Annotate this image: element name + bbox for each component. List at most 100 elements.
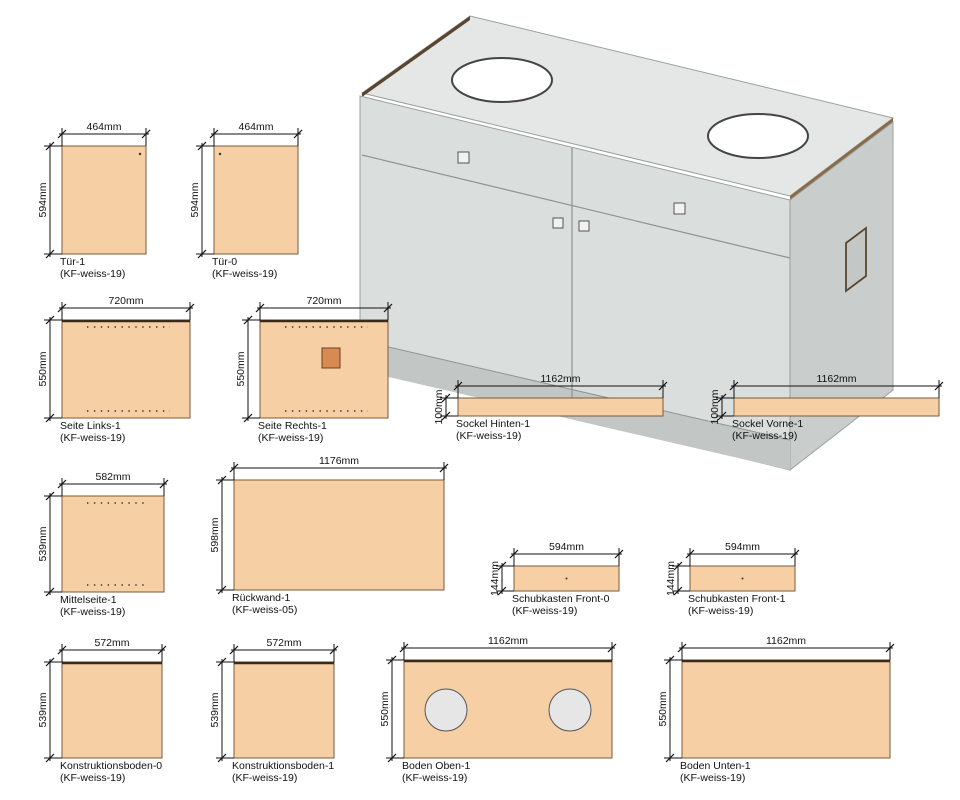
door-knob-left — [552, 217, 564, 229]
part-material: (KF-weiss-19) — [402, 772, 467, 784]
dim-tick — [673, 586, 683, 596]
dim-tick — [45, 141, 55, 151]
height-label: 594mm — [37, 182, 49, 217]
sink-hole-left — [451, 57, 553, 103]
part-name: Schubkasten Front-1 — [688, 593, 786, 605]
part-material: (KF-weiss-19) — [512, 605, 577, 617]
height-label: 539mm — [209, 692, 221, 727]
dim-tick — [934, 381, 944, 391]
dim-tick — [243, 315, 253, 325]
height-label: 100mm — [433, 389, 445, 424]
part-material: (KF-weiss-05) — [232, 604, 297, 616]
height-label: 550mm — [657, 691, 669, 726]
part-name: Sockel Hinten-1 — [456, 418, 530, 430]
dim-tick — [243, 413, 253, 423]
dim-tick — [217, 657, 227, 667]
part-name: Seite Links-1 — [60, 420, 121, 432]
panel-konstruktionsboden-0 — [61, 661, 163, 759]
dim-tick — [329, 645, 339, 655]
dim-tick — [57, 303, 67, 313]
cabinet-top-edge-left — [362, 16, 470, 97]
width-label: 1176mm — [319, 455, 359, 467]
dim-tick — [399, 643, 409, 653]
dim-tick — [729, 381, 739, 391]
height-label: 550mm — [379, 691, 391, 726]
part-material: (KF-weiss-19) — [258, 432, 323, 444]
sink-cutout-right — [548, 688, 592, 732]
panel-boden-unten-1 — [681, 659, 891, 759]
part-name: Rückwand-1 — [232, 592, 291, 604]
sink-cutout-left — [424, 688, 468, 732]
dim-tick — [45, 587, 55, 597]
height-label: 550mm — [37, 351, 49, 386]
dim-tick — [509, 549, 519, 559]
dim-tick — [45, 315, 55, 325]
dim-tick — [217, 585, 227, 595]
width-label: 1162mm — [540, 373, 580, 385]
part-material: (KF-weiss-19) — [232, 772, 297, 784]
dim-tick — [677, 643, 687, 653]
width-label: 572mm — [94, 637, 129, 649]
part-material: (KF-weiss-19) — [732, 430, 797, 442]
dim-tick — [159, 479, 169, 489]
dim-tick — [57, 129, 67, 139]
dim-tick — [497, 586, 507, 596]
height-label: 539mm — [37, 526, 49, 561]
part-material: (KF-weiss-19) — [60, 432, 125, 444]
dim-tick — [387, 753, 397, 763]
part-material: (KF-weiss-19) — [60, 772, 125, 784]
dim-tick — [441, 411, 451, 421]
width-label: 594mm — [549, 541, 584, 553]
width-label: 572mm — [266, 637, 301, 649]
part-name: Tür-0 — [212, 256, 237, 268]
door-knob-right — [578, 220, 590, 232]
part-material: (KF-weiss-19) — [456, 430, 521, 442]
dim-tick — [665, 655, 675, 665]
dim-tick — [453, 381, 463, 391]
dim-tick — [614, 549, 624, 559]
part-konstruktionsboden-0: 572mm 539mmKonstruktionsboden-0(KF-weiss-… — [37, 637, 167, 784]
dim-tick — [217, 753, 227, 763]
width-label: 1162mm — [488, 635, 528, 647]
part-name: Konstruktionsboden-1 — [232, 760, 334, 772]
dim-tick — [607, 643, 617, 653]
height-label: 100mm — [709, 389, 721, 424]
panel-mittelseite-1 — [61, 495, 165, 593]
sink-hole-right — [707, 113, 809, 159]
part-name: Seite Rechts-1 — [258, 420, 327, 432]
part-name: Konstruktionsboden-0 — [60, 760, 162, 772]
panel-sockel-hinten-1 — [457, 397, 664, 417]
height-label: 144mm — [665, 561, 677, 596]
side-access-panel-shape — [845, 226, 867, 293]
width-label: 720mm — [306, 295, 341, 307]
height-label: 539mm — [37, 692, 49, 727]
parts-layer: 464mm594mmTür-1(KF-weiss-19)464mm594mmTü… — [37, 121, 944, 784]
center-hole — [741, 577, 744, 580]
dim-tick — [197, 141, 207, 151]
width-label: 1162mm — [766, 635, 806, 647]
dim-tick — [45, 413, 55, 423]
part-name: Sockel Vorne-1 — [732, 418, 803, 430]
part-name: Tür-1 — [60, 256, 85, 268]
dim-tick — [255, 303, 265, 313]
width-label: 720mm — [108, 295, 143, 307]
cutout — [321, 347, 341, 369]
dim-tick — [885, 643, 895, 653]
part-konstruktionsboden-1: 572mm 539mmKonstruktionsboden-1(KF-weiss-… — [209, 637, 339, 784]
dim-tick — [497, 561, 507, 571]
part-name: Schubkasten Front-0 — [512, 593, 610, 605]
dim-tick — [57, 479, 67, 489]
width-label: 594mm — [725, 541, 760, 553]
panel-rueckwand-1 — [233, 479, 445, 591]
part-name: Boden Unten-1 — [680, 760, 751, 772]
dim-tick — [45, 657, 55, 667]
dim-tick — [441, 393, 451, 403]
